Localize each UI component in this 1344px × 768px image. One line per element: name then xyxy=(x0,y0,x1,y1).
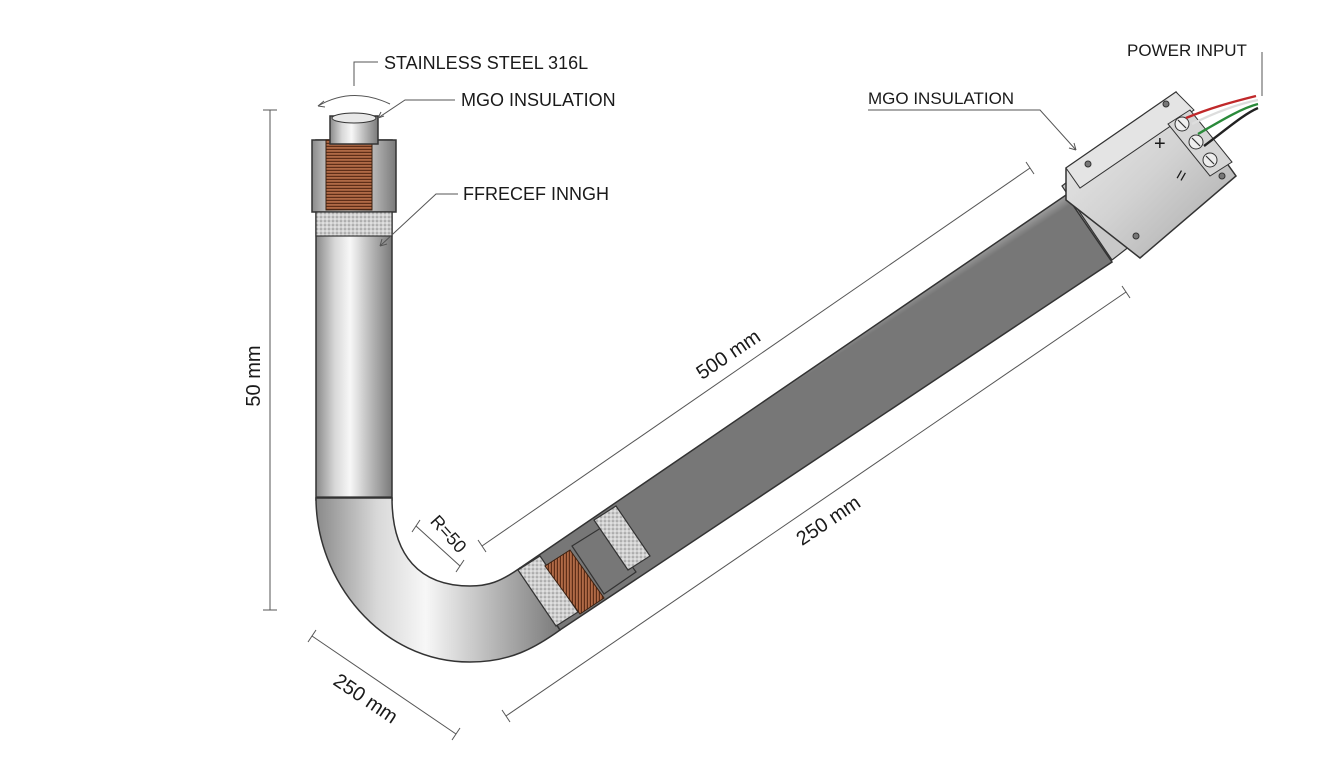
bottom-left-dimension-label: 250 mm xyxy=(329,670,401,729)
plus-sign: + xyxy=(1154,133,1166,155)
mid-fitting xyxy=(517,505,651,627)
copper-coil-top xyxy=(325,139,373,211)
mgo-insulation-label-left: MGO INSULATION xyxy=(461,90,616,110)
fferecef-inngh-label: FFRECEF INNGH xyxy=(463,184,609,204)
knurled-band-top xyxy=(315,211,393,237)
power-input-label: POWER INPUT xyxy=(1127,41,1247,60)
mgo-insulation-label-right: MGO INSULATION xyxy=(868,89,1014,108)
terminal-block xyxy=(1167,109,1233,177)
dimension-lines xyxy=(263,109,1131,741)
top-fitting xyxy=(311,112,397,237)
leader-lines xyxy=(317,52,1263,247)
knurled-band-upper xyxy=(593,505,651,571)
stainless-steel-label: STAINLESS STEEL 316L xyxy=(384,53,588,73)
diagonal-bottom-dimension-label: 250 mm xyxy=(793,492,865,551)
tube xyxy=(315,139,1114,663)
vertical-dimension-label: 50 mm xyxy=(243,345,265,406)
radius-label: R=50 xyxy=(426,511,470,557)
power-wires xyxy=(1185,94,1259,147)
tube-bend xyxy=(315,497,562,663)
copper-coil-mid xyxy=(544,549,605,615)
junction-box: + = xyxy=(1061,90,1259,261)
